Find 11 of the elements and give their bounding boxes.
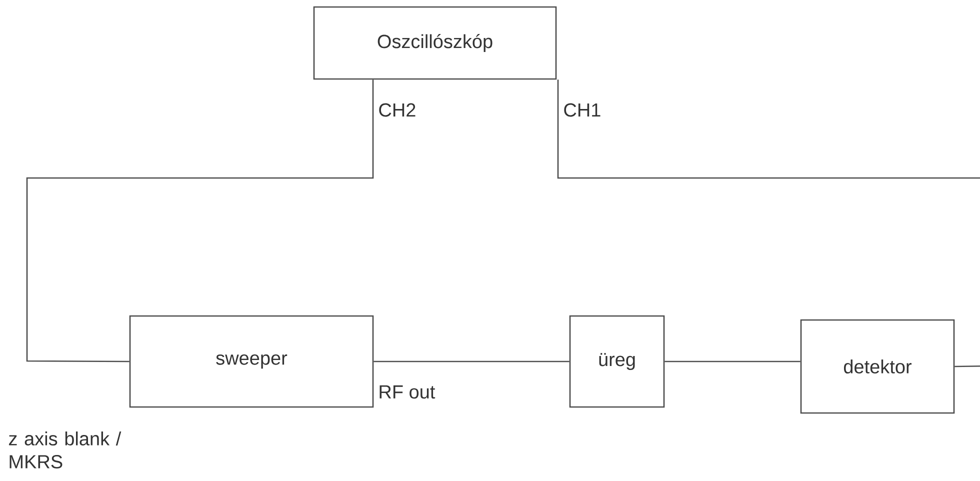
connection-line [664, 360, 800, 362]
port-label: CH2 [379, 103, 416, 117]
port-label: z axis blank / MKRS [8, 432, 122, 468]
device-box: Oszcillószkóp [313, 6, 557, 80]
port-label: CH1 [564, 103, 600, 117]
device-box: üreg [569, 315, 665, 408]
connection-line [557, 80, 980, 368]
device-box: detektor [800, 319, 955, 414]
connection-line [26, 80, 374, 362]
connection-line [374, 360, 570, 362]
device-box: sweeper [129, 315, 374, 408]
